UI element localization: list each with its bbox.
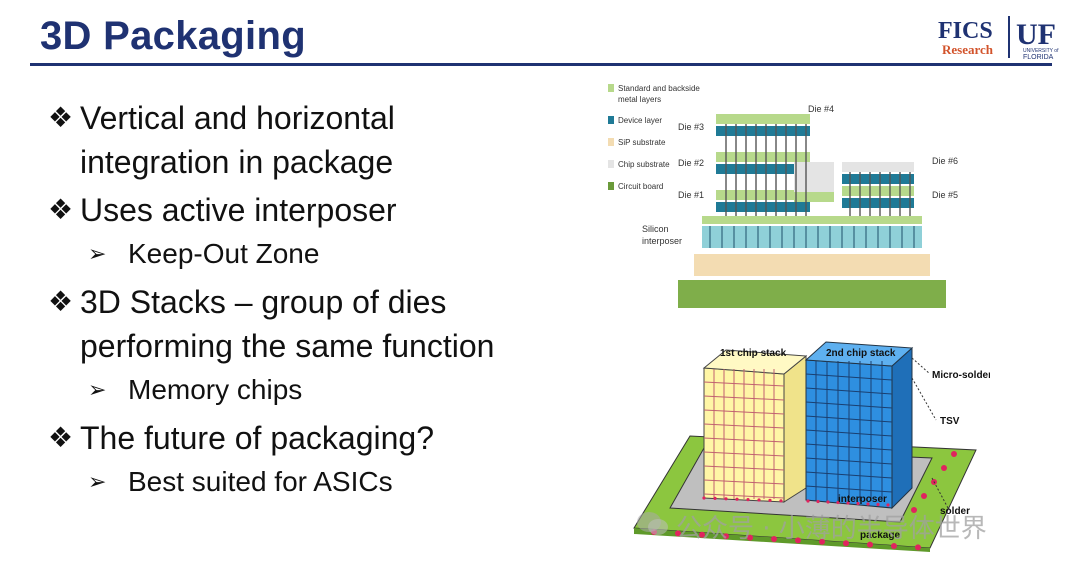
bullet-text: performing the same function [80, 328, 495, 364]
bullet-marker [48, 140, 80, 184]
bullet-line: ❖ The future of packaging? [48, 416, 588, 460]
silicon-interposer [702, 226, 922, 248]
die-tsvs [725, 124, 911, 216]
sub-bullet-arrow-icon: ➢ [88, 241, 107, 266]
circuit-board [678, 280, 946, 308]
bullet-marker: ❖ [48, 194, 74, 225]
sub-bullet-text: Best suited for ASICs [128, 466, 393, 497]
watermark-text: 公众号 · 小薄的半导体世界 [676, 514, 987, 544]
bullet-text: The future of packaging? [80, 420, 435, 456]
solder-balls [651, 451, 957, 551]
logo-uf-text: UF [1016, 18, 1056, 51]
bullet-marker [48, 324, 80, 368]
bullet-marker: ❖ [48, 102, 74, 133]
chip-stack-3d-diagram: 1st chip stack 2nd chip stack Micro-sold… [633, 341, 990, 552]
die-3 [716, 126, 810, 136]
legend-swatch [608, 138, 614, 146]
legend-label-line2: metal layers [618, 95, 661, 104]
label-die3: Die #3 [678, 122, 704, 132]
logo-fics-text: FICS [938, 18, 993, 44]
label-interposer-bottom: interposer [838, 494, 887, 505]
logo-uf-small-2: FLORIDA [1023, 54, 1054, 61]
bullet-marker: ❖ [48, 286, 74, 317]
title-underline [30, 63, 1052, 66]
label-solder: solder [940, 506, 970, 517]
die-1 [716, 202, 810, 212]
stack-grid-lines [703, 361, 893, 501]
legend-swatch [608, 116, 614, 124]
legend-label: Chip substrate [618, 160, 670, 169]
legend-label: Device layer [618, 116, 662, 125]
legend-swatch [608, 160, 614, 168]
legend-label: Circuit board [618, 182, 663, 191]
diagram-legend: Standard and backside metal layersDevice … [608, 84, 700, 191]
sub-bullet-arrow-icon: ➢ [88, 469, 107, 494]
legend-swatch [608, 84, 614, 92]
logo-research-text: Research [942, 42, 994, 57]
label-1st-chip-stack: 1st chip stack [720, 348, 787, 359]
label-interposer: interposer [642, 236, 682, 246]
sub-bullet-line: ➢ Memory chips [88, 368, 588, 412]
sub-bullet-arrow-icon: ➢ [88, 377, 107, 402]
label-die2: Die #2 [678, 158, 704, 168]
sub-bullet-line: ➢ Best suited for ASICs [88, 460, 588, 504]
die-stack-diagram: Standard and backside metal layersDevice … [608, 84, 958, 308]
bullet-line: performing the same function [48, 324, 588, 368]
legend-swatch [608, 182, 614, 190]
legend-label: SiP substrate [618, 138, 666, 147]
slide-title: 3D Packaging [40, 14, 306, 58]
label-package: package [860, 530, 900, 541]
bullet-line: ❖Uses active interposer [48, 188, 588, 232]
bullet-text: integration in package [80, 144, 394, 180]
label-die1: Die #1 [678, 190, 704, 200]
bullet-line: integration in package [48, 140, 588, 184]
bullet-text: 3D Stacks – group of dies [80, 284, 447, 320]
legend-label: Standard and backside [618, 84, 700, 93]
bullet-text: Uses active interposer [80, 192, 397, 228]
logo-uf-small-1: UNIVERSITY of [1023, 48, 1059, 54]
label-die6: Die #6 [932, 156, 958, 166]
label-silicon: Silicon [642, 224, 669, 234]
bullet-line: ❖3D Stacks – group of dies [48, 280, 588, 324]
die-4 [794, 162, 834, 192]
fics-uf-logo: FICS Research UF UNIVERSITY of FLORIDA [938, 16, 1059, 61]
bullet-marker: ❖ [48, 422, 74, 453]
sub-bullet-text: Memory chips [128, 374, 303, 405]
sub-bullet-text: Keep-Out Zone [128, 238, 320, 269]
label-tsv: TSV [940, 416, 960, 427]
sip-substrate [694, 254, 930, 276]
label-micro-solder: Micro-solder [932, 370, 990, 381]
bullet-text: Vertical and horizontal [80, 100, 395, 136]
die-6 [842, 162, 914, 172]
bullet-line: ❖Vertical and horizontal [48, 96, 588, 140]
die-5 [842, 198, 914, 208]
interposer-vias [709, 226, 915, 248]
wechat-icon [637, 512, 668, 535]
sub-bullet-line: ➢ Keep-Out Zone [88, 232, 588, 276]
label-die4: Die #4 [808, 104, 834, 114]
label-2nd-chip-stack: 2nd chip stack [826, 348, 896, 359]
label-die5: Die #5 [932, 190, 958, 200]
die-2 [716, 164, 810, 174]
